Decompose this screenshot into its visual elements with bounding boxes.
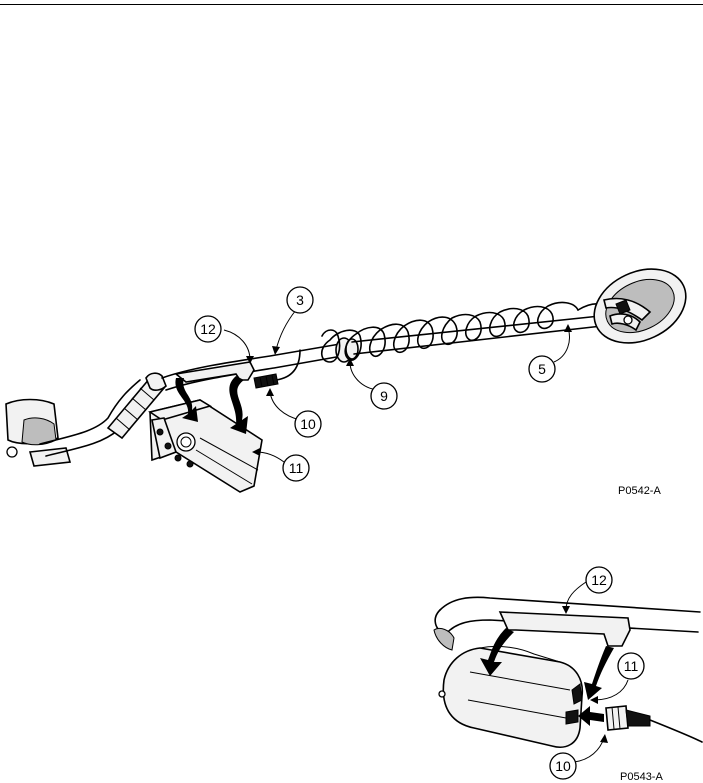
- svg-text:3: 3: [296, 292, 304, 308]
- search-coil: [582, 255, 698, 357]
- svg-text:11: 11: [289, 460, 304, 476]
- figure-code-2: P0543-A: [620, 771, 663, 783]
- callout-10: 10: [295, 411, 321, 437]
- callout-11-detail: 11: [618, 653, 644, 679]
- svg-text:12: 12: [591, 572, 607, 588]
- lower-rod: [352, 316, 602, 354]
- connector-plug: [254, 350, 300, 388]
- svg-text:9: 9: [380, 388, 388, 404]
- cable-plug-detail: [606, 706, 702, 742]
- speaker-grille: [177, 433, 195, 451]
- control-knob-icon: [157, 429, 163, 435]
- callout-5: 5: [529, 356, 555, 382]
- control-box-detail: 12 11 10 P0543-A: [434, 567, 702, 783]
- callout-9: 9: [371, 383, 397, 409]
- svg-text:5: 5: [538, 361, 546, 377]
- svg-text:12: 12: [200, 321, 216, 337]
- svg-text:11: 11: [624, 658, 639, 674]
- callout-10-detail: 10: [550, 753, 576, 779]
- attach-arrow-right: [584, 646, 614, 700]
- mount-rail-detail: [500, 612, 630, 646]
- control-box-closeup: [439, 646, 582, 747]
- callout-12-detail: 12: [586, 567, 612, 593]
- callout-3: 3: [287, 287, 313, 313]
- control-box: [150, 400, 262, 492]
- callout-12: 12: [195, 316, 221, 342]
- arm-cuff: [6, 400, 70, 467]
- svg-text:10: 10: [555, 758, 571, 774]
- detector-assembly: 12 3 9 10 11 5 P0542-A: [6, 255, 698, 497]
- figure-code-1: P0542-A: [618, 485, 661, 497]
- svg-text:10: 10: [300, 416, 316, 432]
- callout-11: 11: [283, 455, 309, 481]
